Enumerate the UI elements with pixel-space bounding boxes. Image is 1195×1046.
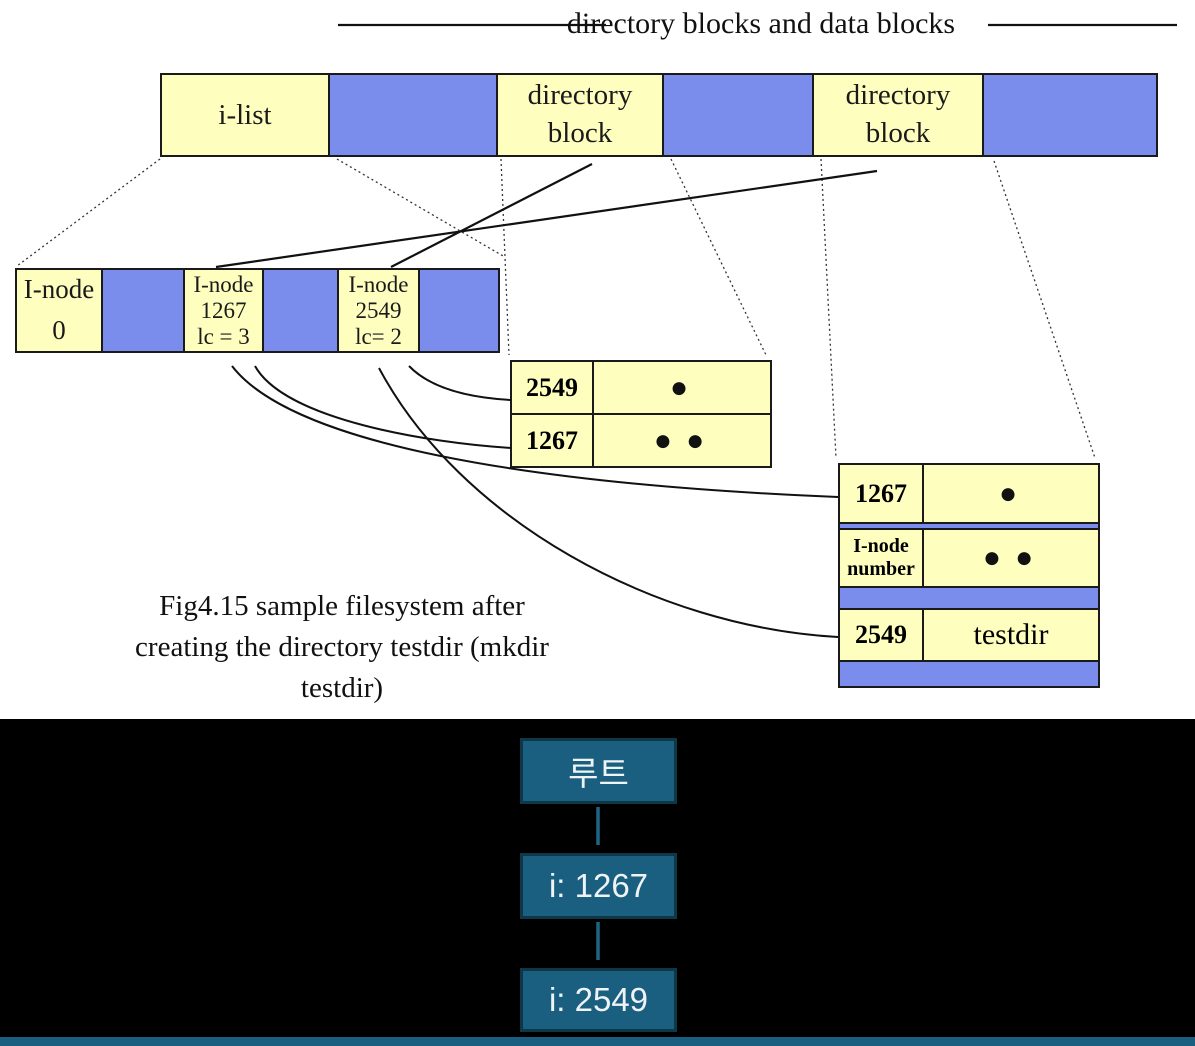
dotdot-entry: ● ● xyxy=(984,548,1038,568)
arrow-inode2549-to-dirblock1 xyxy=(390,163,593,268)
figure-caption: Fig4.15 sample filesystem after creating… xyxy=(135,590,549,704)
entry-inode-number: 2549 xyxy=(512,362,594,413)
bottom-strip xyxy=(0,1037,1195,1046)
entry-name-testdir: testdir xyxy=(973,618,1049,651)
root-dirblock-table: 1267 ● I-node number ● ● 2549 testdir xyxy=(838,463,1100,688)
ilist-block: i-list xyxy=(160,73,330,157)
data-block xyxy=(982,73,1158,157)
dot-entry: ● xyxy=(1000,483,1022,504)
diagram-title: directory blocks and data blocks xyxy=(566,7,956,40)
inode-unused xyxy=(262,268,339,353)
guide-dirblock1-left xyxy=(500,158,510,356)
arrow-inode1267-to-dirblock2 xyxy=(215,169,878,269)
testdir-dirblock-table: 2549 ● 1267 ● ● xyxy=(510,360,772,468)
inode-list-bar: I-node 0 I-node 1267 lc = 3 I-node 2549 … xyxy=(15,268,500,353)
guide-dirblock2-right xyxy=(993,160,1096,459)
dir-entry-row: 2549 testdir xyxy=(838,608,1100,662)
directory-block-1: directory block xyxy=(496,73,664,157)
inode-unused xyxy=(101,268,185,353)
inode-1267: I-node 1267 lc = 3 xyxy=(183,268,264,353)
free-entry-row xyxy=(838,586,1100,610)
tree-node-inode-2549: i: 2549 xyxy=(520,968,677,1032)
dir-entry-row: 1267 ● xyxy=(838,463,1100,524)
dir-entry-row: 1267 ● ● xyxy=(510,413,772,468)
guide-dirblock2-left xyxy=(820,158,837,459)
disk-layout-bar: i-list directory block directory block xyxy=(160,73,1158,157)
arrow-testdir-dotdot-to-inode1267 xyxy=(254,365,512,449)
inode-2549: I-node 2549 lc= 2 xyxy=(337,268,420,353)
dir-entry-row: 2549 ● xyxy=(510,360,772,415)
entry-inode-number: 1267 xyxy=(840,465,924,522)
guide-ilist-left xyxy=(16,158,161,267)
guide-dirblock1-right xyxy=(670,158,767,356)
dotdot-entry: ● ● xyxy=(655,430,709,451)
inode-0: I-node 0 xyxy=(15,268,103,353)
ilist-label: i-list xyxy=(218,99,272,131)
data-block xyxy=(662,73,814,157)
data-block xyxy=(328,73,498,157)
arrow-testdir-dot-to-inode2549 xyxy=(408,365,512,401)
dir-entry-row: I-node number ● ● xyxy=(838,528,1100,588)
root-label: 루트 xyxy=(568,755,629,792)
free-entry-row xyxy=(838,660,1100,688)
guide-ilist-right-arrow xyxy=(336,158,504,257)
entry-inode-number: 2549 xyxy=(840,610,924,660)
tree-node-root: 루트 xyxy=(520,738,677,804)
inode-unused xyxy=(418,268,500,353)
tree-node-inode-1267: i: 1267 xyxy=(520,853,677,919)
dot-entry: ● xyxy=(671,377,693,398)
directory-block-2: directory block xyxy=(812,73,984,157)
inode-number-label: I-node number xyxy=(840,530,924,586)
entry-inode-number: 1267 xyxy=(512,415,594,466)
